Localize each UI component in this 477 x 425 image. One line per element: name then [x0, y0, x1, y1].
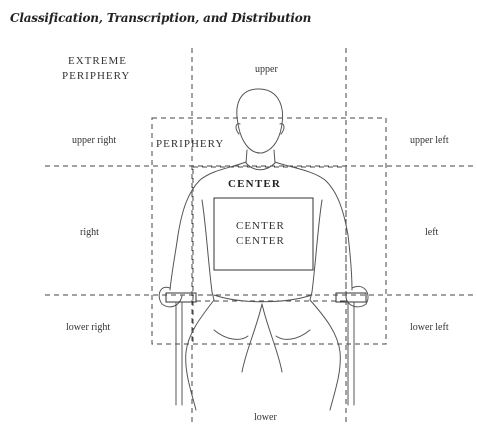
legs	[186, 300, 214, 410]
region-upper-label: upper	[255, 64, 278, 75]
region-lower-left-label: lower left	[410, 322, 449, 333]
periphery-label: PERIPHERY	[156, 138, 224, 150]
center-label: CENTER	[228, 178, 281, 190]
center-center-label-line2: CENTER	[236, 235, 285, 247]
head-outline	[237, 89, 283, 153]
left-hand	[346, 286, 368, 306]
region-lower-right-label: lower right	[66, 322, 110, 333]
extreme-periphery-label: EXTREME	[68, 55, 127, 67]
region-upper-left-label: upper left	[410, 135, 449, 146]
region-upper-right-label: upper right	[72, 135, 116, 146]
region-lower-label: lower	[254, 412, 277, 423]
collar	[246, 163, 275, 170]
center-center-label: CENTER	[236, 220, 285, 232]
extreme-periphery-label-line2: PERIPHERY	[62, 70, 130, 82]
right-hand	[159, 287, 182, 307]
region-right-label: right	[80, 227, 99, 238]
center-center-box	[214, 198, 313, 270]
region-left-label: left	[425, 227, 439, 238]
